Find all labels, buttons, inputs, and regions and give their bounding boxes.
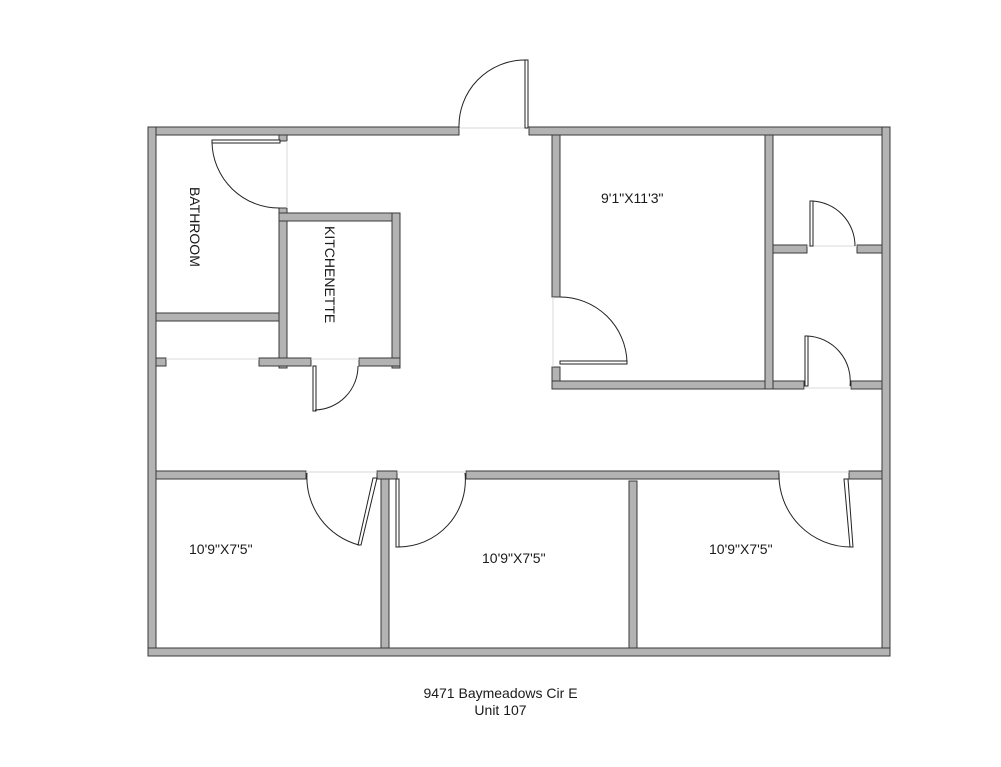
door-entry [458, 59, 529, 129]
wall-closet-divider-a [772, 244, 808, 254]
door-swing-office3 [397, 472, 466, 548]
door-leaf-entry [524, 59, 529, 129]
wall-corridor-south-a [155, 470, 307, 480]
door-swing-office4 [778, 472, 852, 548]
room-label-office-3: 10'9"X7'5" [482, 550, 546, 566]
door-swing-office1 [559, 296, 628, 363]
doors [211, 59, 856, 548]
wall-office-divider-2 [628, 480, 638, 649]
wall-bath-east [278, 207, 288, 369]
room-label-bathroom: BATHROOM [187, 187, 203, 267]
wall-bottom [147, 647, 891, 657]
wall-office-divider-1 [380, 478, 390, 649]
wall-top-right [528, 126, 891, 136]
wall-kitchen-east [391, 212, 401, 369]
door-swing-closet-lower [806, 335, 851, 387]
door-office2 [306, 472, 378, 546]
door-openings [166, 127, 857, 473]
wall-closet-south-a [155, 357, 167, 367]
room-label-office-1: 9'1"X11'3" [601, 190, 664, 206]
room-label-kitchenette: KITCHENETTE [322, 226, 338, 323]
wall-office1-east [764, 134, 774, 390]
door-leaf-office4 [843, 478, 854, 548]
wall-bath-east-stub [278, 134, 288, 142]
door-leaf-office3 [395, 478, 400, 548]
door-closet-upper [809, 200, 856, 247]
door-leaf-bathroom [211, 139, 281, 144]
wall-office1-west-upper [551, 134, 561, 298]
outer-walls [147, 126, 891, 657]
door-swing-closet-upper [811, 200, 856, 247]
door-swing-office2 [306, 472, 360, 546]
door-office4 [778, 472, 854, 548]
caption-unit: Unit 107 [474, 702, 527, 718]
wall-kitchen-top [278, 212, 401, 222]
wall-corridor-south-d [848, 470, 883, 480]
door-office1 [559, 296, 628, 365]
door-swing-entry [458, 59, 526, 129]
wall-right [881, 126, 891, 657]
wall-closet-south-right [850, 380, 883, 390]
wall-left [147, 126, 157, 657]
interior-walls [155, 134, 883, 649]
door-bathroom [211, 139, 281, 209]
wall-bath-south [155, 312, 280, 322]
door-kitchenette [312, 365, 359, 412]
wall-closet-divider-b [856, 244, 883, 254]
caption-address: 9471 Baymeadows Cir E [423, 685, 578, 701]
door-closet-lower [804, 335, 851, 387]
room-label-office-2: 10'9"X7'5" [189, 541, 253, 557]
wall-kitchen-south [358, 357, 401, 367]
wall-closet-south-b [258, 357, 312, 367]
door-leaf-closet-upper [809, 200, 814, 247]
door-leaf-office2 [357, 477, 378, 546]
room-labels: BATHROOM KITCHENETTE 9'1"X11'3" 10'9"X7'… [187, 187, 773, 566]
door-swing-bathroom [211, 141, 281, 209]
door-leaf-closet-lower [804, 335, 809, 387]
wall-corridor-south-c [465, 470, 780, 480]
door-swing-kitchenette [314, 365, 359, 411]
room-label-office-4: 10'9"X7'5" [709, 541, 773, 557]
wall-office1-south [551, 380, 805, 390]
door-leaf-office1 [559, 360, 628, 365]
door-leaf-kitchenette [312, 365, 317, 412]
wall-top-left [147, 126, 460, 136]
door-office3 [395, 472, 466, 548]
wall-corridor-south-b [376, 470, 398, 480]
